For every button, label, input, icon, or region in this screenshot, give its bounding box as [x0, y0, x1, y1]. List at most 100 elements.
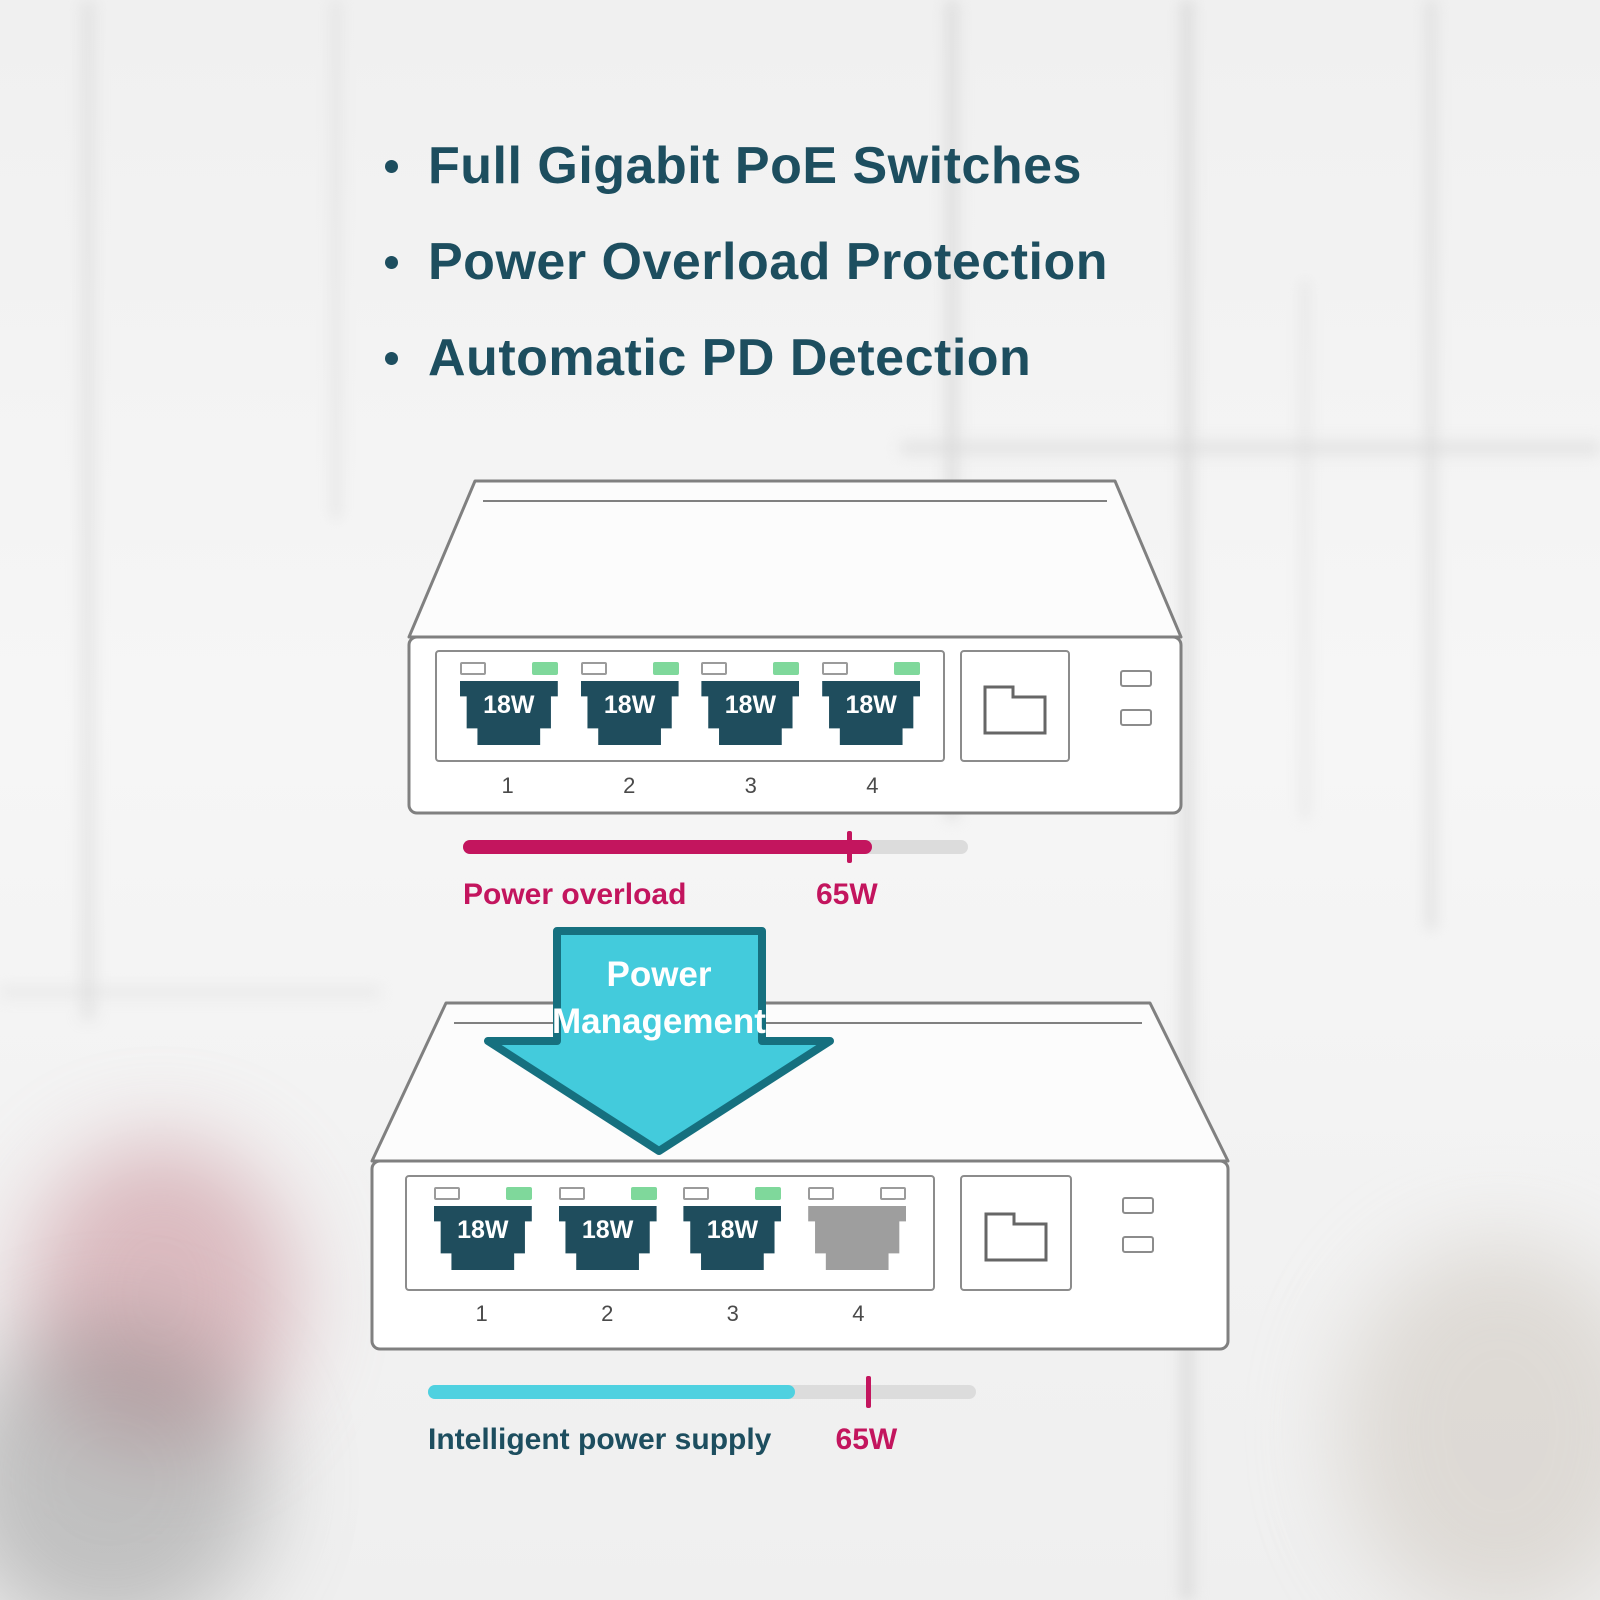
- power-overload-bar: Power overload 65W: [463, 831, 968, 920]
- port-power-label: 18W: [581, 1215, 634, 1244]
- power-bar-label: Intelligent power supply: [428, 1423, 772, 1456]
- port-power-label: 18W: [845, 690, 897, 719]
- port-number-row: 1 2 3 4: [405, 1301, 935, 1327]
- poe-port-2: 18W: [580, 662, 679, 745]
- power-bar-labels: Intelligent power supply 65W: [428, 1423, 976, 1465]
- rj45-port-icon: [808, 1206, 907, 1270]
- indicator-led-icon: [1122, 1236, 1154, 1253]
- poe-status-led-icon: [531, 662, 558, 675]
- port-number: 2: [601, 1301, 614, 1326]
- poe-port-panel: 18W 18W 18W: [405, 1175, 935, 1291]
- link-led-icon: [580, 662, 607, 675]
- port-number: 2: [623, 773, 636, 798]
- poe-port-3: 18W: [683, 1187, 782, 1270]
- rj45-port-icon: 18W: [558, 1206, 657, 1270]
- port-led-row: [558, 1187, 657, 1200]
- indicator-led-icon: [1120, 670, 1152, 687]
- background-window-mullion: [1425, 0, 1437, 930]
- port-led-row: [701, 662, 800, 675]
- link-led-icon: [822, 662, 849, 675]
- bullet-icon: [385, 255, 398, 269]
- poe-status-led-icon: [630, 1187, 657, 1200]
- feature-text: Full Gigabit PoE Switches: [428, 137, 1082, 195]
- feature-list: Full Gigabit PoE Switches Power Overload…: [385, 118, 1108, 406]
- indicator-led-icon: [1122, 1197, 1154, 1214]
- power-bar-fill: [428, 1385, 796, 1399]
- port-number: 4: [866, 773, 879, 798]
- rj45-port-icon: 18W: [683, 1206, 782, 1270]
- background-furniture-blur: [1340, 1240, 1600, 1600]
- power-bar-label: Power overload: [463, 878, 687, 911]
- feature-text: Power Overload Protection: [428, 233, 1108, 291]
- link-led-icon: [459, 662, 486, 675]
- poe-status-led-icon: [755, 1187, 782, 1200]
- port-number: 1: [501, 773, 514, 798]
- switch-overload-illustration: 18W 18W 18W: [395, 475, 1195, 820]
- rj45-port-icon: 18W: [822, 681, 921, 745]
- power-limit-marker: [866, 1376, 872, 1408]
- background-window-mullion: [330, 0, 342, 520]
- port-number: 1: [475, 1301, 488, 1326]
- rj45-port-icon: 18W: [433, 1206, 532, 1270]
- port-power-label: 18W: [483, 690, 535, 719]
- poe-status-led-icon: [894, 662, 921, 675]
- device-indicator-leds: [1122, 1197, 1154, 1253]
- port-led-row: [433, 1187, 532, 1200]
- poe-port-1: 18W: [459, 662, 558, 745]
- poe-port-panel: 18W 18W 18W: [435, 650, 945, 762]
- rj45-port-icon: 18W: [459, 681, 558, 745]
- port-power-label: 18W: [603, 690, 656, 719]
- arrow-label-line2: Management: [552, 1002, 766, 1041]
- port-power-label: 18W: [724, 690, 777, 719]
- bullet-icon: [385, 351, 398, 365]
- down-arrow-icon: [484, 927, 834, 1155]
- uplink-port-panel: [960, 650, 1070, 762]
- feature-text: Automatic PD Detection: [428, 329, 1032, 387]
- rj45-port-icon: 18W: [701, 681, 800, 745]
- device-indicator-leds: [1120, 670, 1152, 726]
- power-management-arrow: Power Management: [478, 925, 840, 1157]
- feature-item: Power Overload Protection: [385, 214, 1108, 310]
- link-led-icon: [683, 1187, 710, 1200]
- indicator-led-icon: [1120, 709, 1152, 726]
- poe-port-1: 18W: [433, 1187, 532, 1270]
- port-number-row: 1 2 3 4: [435, 773, 945, 799]
- intelligent-power-bar: Intelligent power supply 65W: [428, 1376, 976, 1465]
- poe-status-led-icon: [773, 662, 800, 675]
- uplink-rj45-icon: [983, 685, 1047, 735]
- background-person-blur: [25, 1140, 295, 1450]
- poe-port-4-unpowered: [808, 1187, 907, 1270]
- link-led-icon: [701, 662, 728, 675]
- link-led-icon: [808, 1187, 835, 1200]
- feature-item: Automatic PD Detection: [385, 310, 1108, 406]
- background-window-bar: [0, 985, 380, 999]
- power-bar-track: [463, 831, 968, 863]
- link-led-icon: [433, 1187, 460, 1200]
- arrow-label: Power Management: [478, 951, 840, 1045]
- poe-status-led-icon: [652, 662, 679, 675]
- port-led-row: [580, 662, 679, 675]
- rj45-port-icon: 18W: [580, 681, 679, 745]
- power-bar-track: [428, 1376, 976, 1408]
- background-window-bar: [900, 440, 1600, 456]
- power-bar-labels: Power overload 65W: [463, 878, 968, 920]
- poe-status-led-icon: [505, 1187, 532, 1200]
- power-limit-marker: [846, 831, 852, 863]
- poe-status-led-icon: [880, 1187, 907, 1200]
- background-window-mullion: [80, 0, 96, 1020]
- power-limit-value: 65W: [815, 878, 878, 911]
- link-led-icon: [558, 1187, 585, 1200]
- poe-port-2: 18W: [558, 1187, 657, 1270]
- port-led-row: [808, 1187, 907, 1200]
- poe-port-3: 18W: [701, 662, 800, 745]
- port-led-row: [683, 1187, 782, 1200]
- switch-chassis-drawing: [407, 479, 1183, 815]
- power-limit-value: 65W: [835, 1423, 898, 1456]
- bullet-icon: [385, 159, 398, 173]
- port-led-row: [822, 662, 921, 675]
- port-power-label: 18W: [706, 1215, 759, 1244]
- feature-item: Full Gigabit PoE Switches: [385, 118, 1108, 214]
- port-number: 4: [852, 1301, 865, 1326]
- uplink-rj45-icon: [984, 1212, 1048, 1262]
